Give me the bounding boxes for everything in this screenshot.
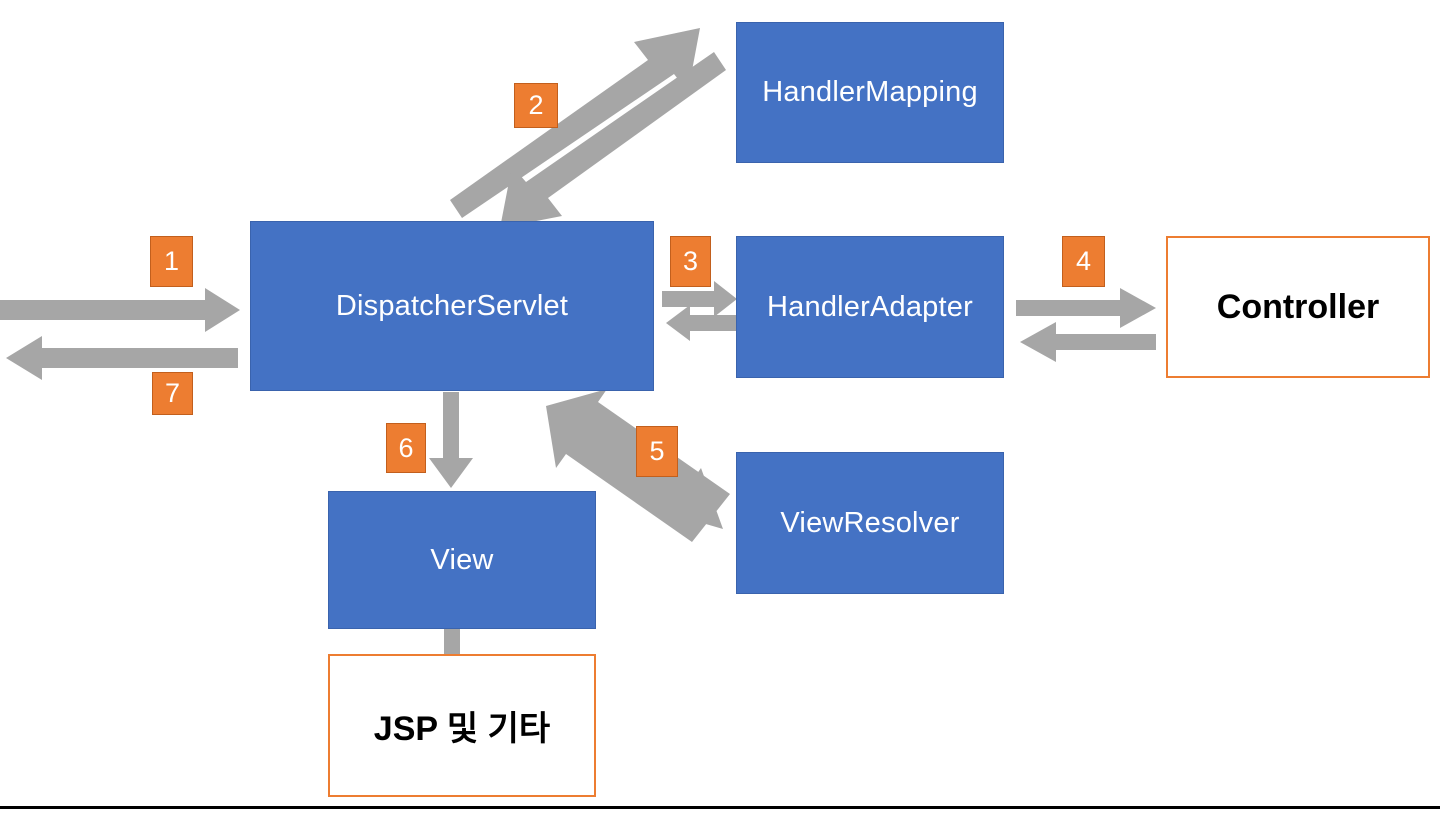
step-badge-7: 7	[152, 372, 193, 415]
step-badge-label: 1	[163, 246, 180, 276]
step-badge-2: 2	[514, 83, 558, 128]
bottom-divider	[0, 806, 1440, 809]
step-badge-5: 5	[636, 426, 678, 477]
arrow-response-out	[6, 336, 238, 380]
arrow-request-in	[0, 288, 240, 332]
node-label: HandlerAdapter	[767, 290, 973, 323]
node-label: HandlerMapping	[762, 76, 978, 108]
node-dispatcher-servlet[interactable]: DispatcherServlet	[250, 221, 654, 391]
node-label: JSP 및 기타	[373, 710, 551, 748]
node-jsp-etc[interactable]: JSP 및 기타	[328, 654, 596, 797]
node-label: DispatcherServlet	[335, 289, 569, 322]
arrow-from-handler-adapter	[666, 305, 736, 341]
node-controller[interactable]: Controller	[1166, 236, 1430, 378]
step-badge-label: 2	[528, 90, 544, 120]
step-badge-label: 3	[682, 246, 699, 276]
step-badge-1: 1	[150, 236, 193, 287]
arrow-from-controller	[1020, 322, 1156, 362]
step-badge-label: 6	[398, 432, 414, 463]
node-handler-mapping[interactable]: HandlerMapping	[736, 22, 1004, 163]
node-label: ViewResolver	[780, 506, 960, 539]
arrow-to-view	[429, 392, 473, 488]
step-badge-3: 3	[670, 236, 711, 287]
step-badge-label: 7	[164, 378, 181, 408]
node-label: View	[430, 543, 494, 576]
arrow-from-handler-mapping	[500, 52, 726, 228]
step-badge-6: 6	[386, 423, 426, 473]
arrow-to-controller	[1016, 288, 1156, 328]
step-badge-label: 4	[1075, 246, 1092, 276]
node-view[interactable]: View	[328, 491, 596, 629]
node-handler-adapter[interactable]: HandlerAdapter	[736, 236, 1004, 378]
step-badge-4: 4	[1062, 236, 1105, 287]
node-view-resolver[interactable]: ViewResolver	[736, 452, 1004, 594]
arrow-to-handler-mapping	[450, 28, 700, 218]
node-label: Controller	[1216, 287, 1380, 326]
step-badge-label: 5	[649, 436, 665, 466]
